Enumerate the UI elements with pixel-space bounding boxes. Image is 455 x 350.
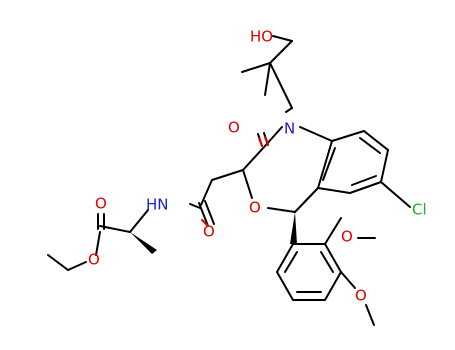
bond bbox=[284, 251, 298, 273]
bond bbox=[363, 130, 389, 151]
bond bbox=[285, 107, 293, 113]
amide-oxygen-label: O bbox=[203, 223, 215, 241]
keto-oxygen-label: O bbox=[228, 119, 240, 137]
hydroxyl-label: HO bbox=[250, 28, 273, 46]
bond bbox=[67, 261, 87, 271]
bond bbox=[276, 243, 294, 273]
bond bbox=[95, 231, 101, 256]
ring-nitrogen-label: N bbox=[284, 120, 295, 138]
wedge-bond bbox=[130, 232, 157, 254]
ring-oxygen-label: O bbox=[249, 199, 261, 217]
bond bbox=[322, 147, 336, 181]
bond bbox=[269, 62, 293, 109]
bond bbox=[267, 207, 296, 213]
atom-labels: HO O N HN O O Cl O O O O bbox=[88, 28, 427, 305]
bond bbox=[320, 251, 334, 273]
bond bbox=[365, 304, 375, 326]
bond bbox=[340, 271, 356, 289]
bond-oxygen-segment bbox=[264, 136, 269, 146]
bond-oxygen-segment bbox=[258, 137, 263, 147]
methoxy-oxygen-label: O bbox=[341, 228, 353, 246]
bond bbox=[241, 62, 271, 73]
methoxy-oxygen-label: O bbox=[355, 287, 367, 305]
bond bbox=[299, 126, 333, 142]
bond bbox=[272, 35, 293, 42]
wedge-bond bbox=[290, 212, 297, 244]
bond bbox=[380, 149, 389, 183]
bond bbox=[276, 271, 294, 301]
bond bbox=[198, 202, 209, 227]
bond bbox=[242, 145, 266, 171]
bond bbox=[331, 130, 365, 142]
bond-oxygen-segment bbox=[201, 219, 209, 227]
bond bbox=[294, 187, 319, 213]
bond bbox=[129, 209, 149, 233]
bond bbox=[380, 181, 411, 208]
ester-oxygen-label: O bbox=[88, 251, 100, 269]
bond bbox=[324, 217, 342, 245]
bond bbox=[269, 40, 293, 64]
bond bbox=[200, 179, 213, 206]
bond bbox=[317, 187, 351, 194]
amide-nh-label: HN bbox=[146, 196, 169, 214]
bond bbox=[351, 175, 377, 186]
bond bbox=[349, 181, 382, 194]
ester-carbonyl-oxygen-label: O bbox=[95, 195, 107, 213]
bond bbox=[359, 137, 381, 154]
chlorine-label: Cl bbox=[412, 201, 427, 219]
bonds bbox=[47, 35, 411, 326]
bond bbox=[324, 243, 342, 273]
bond bbox=[47, 254, 69, 271]
bond bbox=[242, 169, 253, 199]
bond bbox=[211, 169, 244, 181]
bond bbox=[317, 140, 333, 189]
bond bbox=[264, 62, 271, 96]
bond bbox=[189, 203, 201, 209]
bond bbox=[204, 200, 215, 225]
bond bbox=[324, 271, 342, 301]
